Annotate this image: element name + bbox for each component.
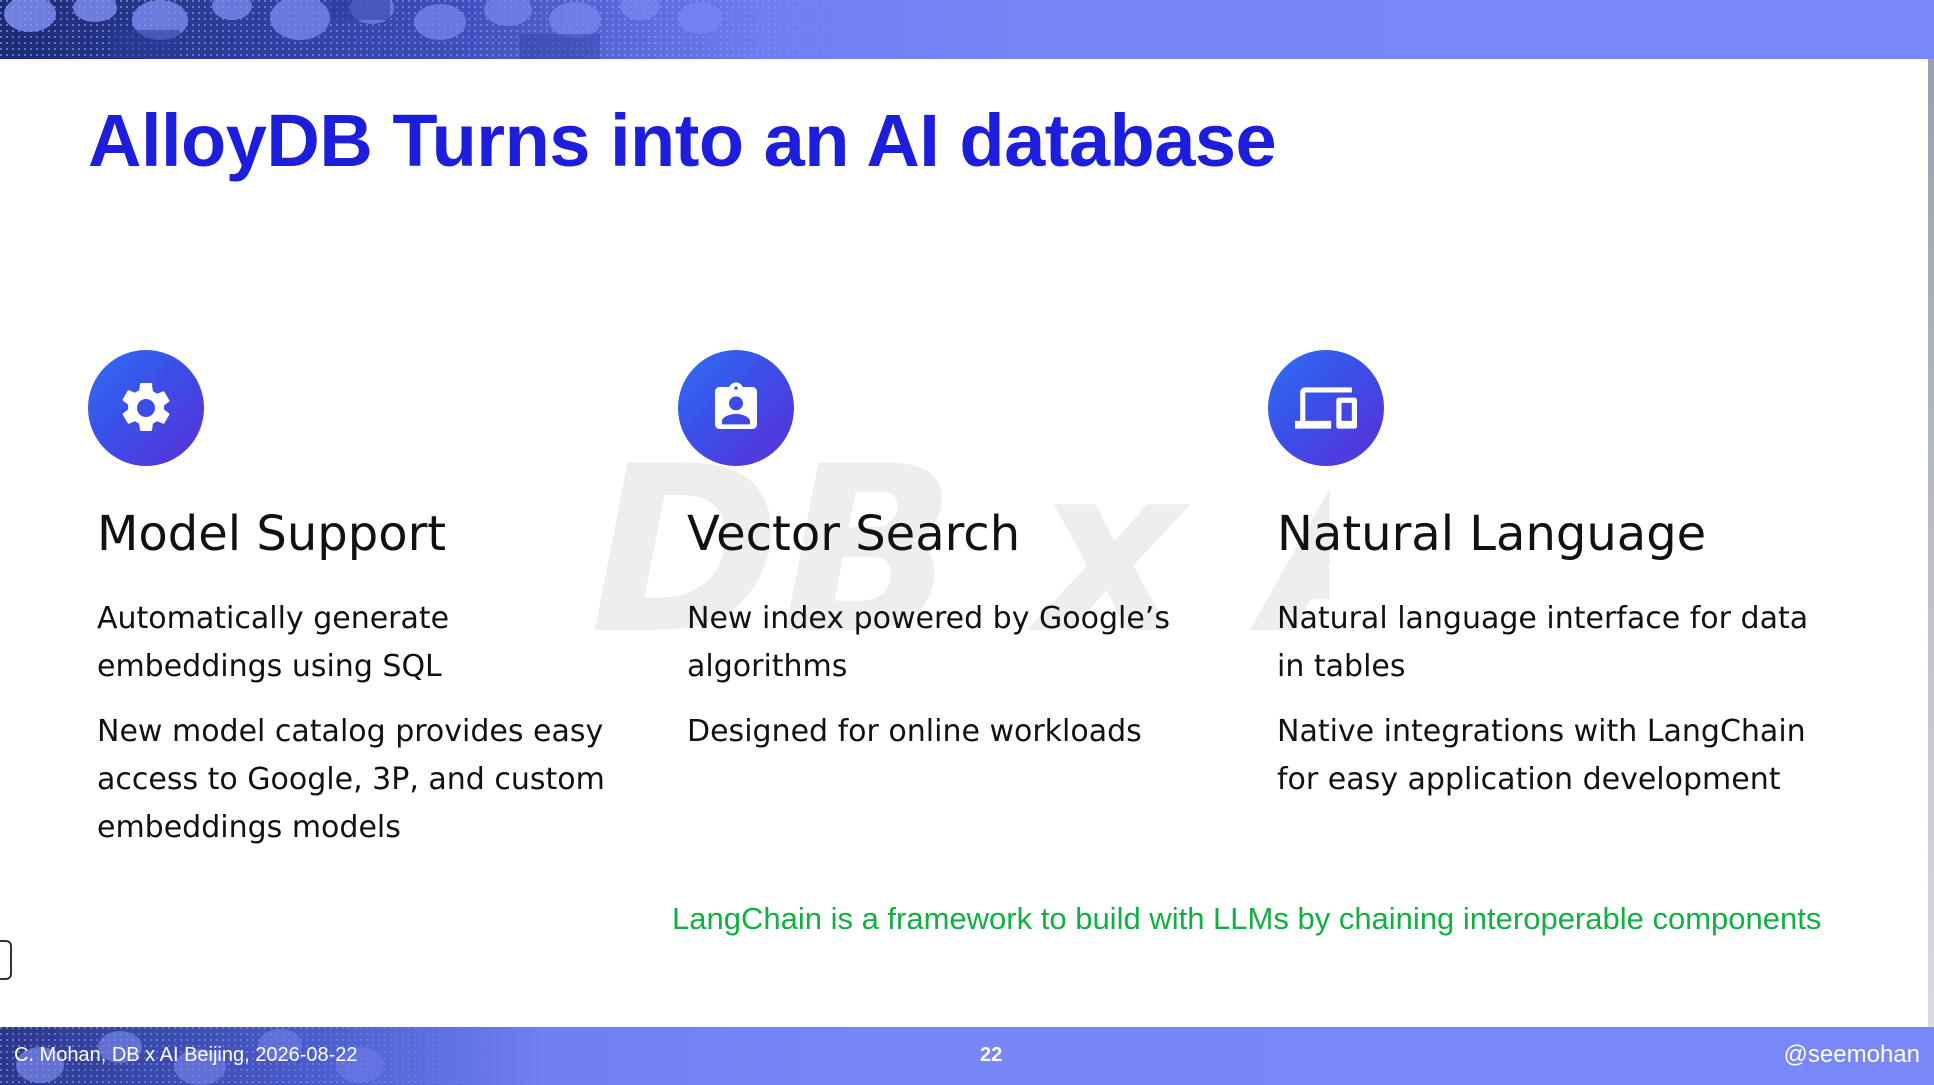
gear-icon [88, 350, 204, 466]
devices-icon [1268, 350, 1384, 466]
feature-column-vector-search: Vector Search New index powered by Googl… [678, 350, 1238, 749]
page-number: 22 [980, 1044, 1003, 1066]
heading-vector-search: Vector Search [687, 506, 1021, 562]
heading-natural-language: Natural Language [1277, 506, 1707, 562]
header-banner [0, 0, 1934, 59]
feature-column-natural-language: Natural Language Natural language interf… [1268, 350, 1828, 797]
footer-credit: C. Mohan, DB x AI Beijing, 2026-08-22 [14, 1044, 358, 1066]
paragraph: Automatically generate embeddings using … [97, 601, 450, 684]
heading-model-support: Model Support [97, 506, 447, 562]
footer-banner-pattern [0, 1027, 500, 1085]
header-banner-pattern [0, 0, 860, 59]
id-badge-icon [678, 350, 794, 466]
slide-title: AlloyDB Turns into an AI database [88, 99, 1277, 182]
langchain-footnote: LangChain is a framework to build with L… [672, 901, 1822, 936]
paragraph: New index powered by Google’s algorithms [687, 601, 1170, 684]
paragraph: Designed for online workloads [687, 714, 1142, 749]
paragraph: Natural language interface for data in t… [1277, 601, 1809, 684]
body-model-support: Automatically generate embeddings using … [97, 595, 637, 869]
slide-panel-handle[interactable] [0, 940, 12, 980]
slide-edge-shadow [1928, 59, 1934, 1027]
paragraph: New model catalog provides easy access t… [97, 714, 605, 845]
footer-handle: @seemohan [1783, 1041, 1920, 1068]
paragraph: Native integrations with LangChain for e… [1277, 714, 1806, 797]
footer-banner: C. Mohan, DB x AI Beijing, 2026-08-22 22… [0, 1027, 1934, 1085]
body-natural-language: Natural language interface for data in t… [1277, 595, 1817, 821]
feature-column-model-support: Model Support Automatically generate emb… [88, 350, 648, 845]
body-vector-search: New index powered by Google’s algorithms… [687, 595, 1227, 773]
